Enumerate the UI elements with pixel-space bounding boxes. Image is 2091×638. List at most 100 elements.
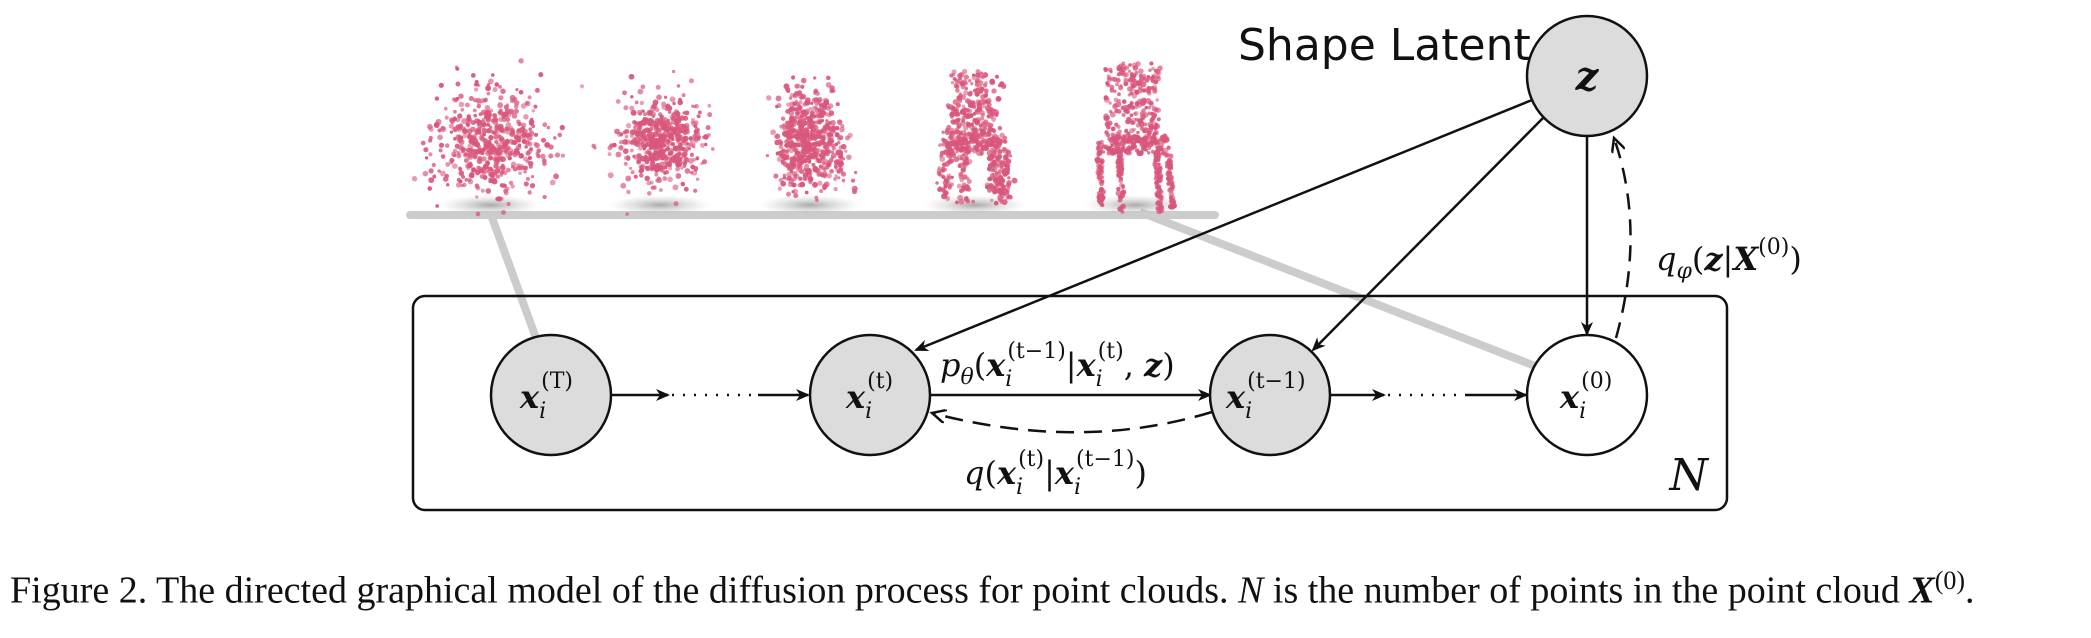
point-cloud-point [541,137,546,143]
point-cloud-point [780,116,786,121]
point-cloud-point [1104,130,1109,135]
point-cloud-point [820,102,826,108]
point-cloud-point [631,119,637,125]
point-cloud-point [681,128,686,134]
point-cloud-point [963,137,969,143]
point-cloud-point [1121,99,1127,104]
point-cloud-point [649,143,654,148]
point-cloud-point [958,92,963,96]
point-cloud-point [975,99,981,105]
point-cloud-point [799,122,805,128]
point-cloud-point [1148,68,1152,73]
point-cloud-point [985,121,991,128]
point-cloud-point [619,132,624,137]
point-cloud-point [530,174,535,179]
point-cloud-point [458,167,463,172]
point-cloud-point [622,138,629,145]
point-cloud-point [798,168,804,175]
point-cloud-point [682,136,688,141]
point-cloud-point [493,134,499,140]
point-cloud-point [1152,88,1158,94]
point-cloud-point [812,165,819,172]
point-cloud-point [497,134,502,139]
point-cloud-point [479,119,486,126]
point-cloud-point [789,115,795,122]
point-cloud-point [527,148,533,154]
point-cloud-point [816,171,822,177]
point-cloud-point [675,162,680,168]
point-cloud-point [975,132,981,138]
point-cloud-point [963,90,969,96]
caption-x-sup: (0) [1934,566,1966,595]
point-cloud-point [501,114,507,120]
point-cloud-point [456,153,462,159]
point-cloud-point [470,126,476,132]
point-cloud-point [689,139,694,144]
point-cloud-point [452,163,458,169]
point-cloud-point [698,110,702,115]
point-cloud-point [689,152,695,157]
point-cloud-point [491,120,495,124]
point-cloud-point [993,200,999,206]
point-cloud-point [473,136,477,141]
point-cloud-point [1115,82,1119,87]
point-cloud-point [1134,148,1140,153]
point-cloud-point [557,132,563,138]
point-cloud-point [520,103,527,109]
point-cloud-point [775,151,780,156]
point-cloud-point [505,167,511,173]
point-cloud-point [805,154,811,160]
point-cloud-point [1129,104,1136,111]
point-cloud-point [470,120,476,126]
point-cloud-point [1157,173,1164,179]
point-cloud-point [1100,203,1104,207]
point-cloud-point [637,88,644,95]
point-cloud-point [956,154,963,161]
point-cloud-point [1116,132,1122,138]
point-cloud-point [432,174,437,179]
point-cloud-point [980,74,985,80]
point-cloud-point [673,201,679,207]
point-cloud-point [942,162,947,167]
point-cloud-point [663,165,668,170]
point-cloud-point [836,149,843,156]
point-cloud-point [997,169,1003,174]
point-cloud-point [942,138,947,143]
point-cloud-point [694,103,699,109]
point-cloud-point [833,177,838,181]
point-cloud-point [607,152,612,157]
point-cloud-point [1138,68,1144,74]
point-cloud-point [1166,145,1171,150]
point-cloud-point [510,130,516,136]
point-cloud-point [672,157,679,163]
point-cloud-point [1002,187,1008,194]
point-cloud-point [1121,112,1126,117]
point-cloud-point [996,188,1001,193]
point-cloud-point [634,100,639,105]
point-cloud-point [500,88,506,94]
point-cloud-point [776,103,782,109]
point-cloud-point [785,191,792,197]
point-cloud-point [792,93,798,99]
point-cloud-point [500,144,505,149]
point-cloud-point [839,126,845,133]
point-cloud-point [1098,186,1104,192]
point-cloud-point [1147,127,1154,133]
point-cloud-point [411,176,418,182]
point-cloud-point [652,104,657,109]
point-cloud-point [661,105,667,110]
point-cloud-point [1103,145,1108,150]
point-cloud-point [1005,166,1010,172]
point-cloud-point [659,151,665,158]
point-cloud-point [675,173,682,179]
point-cloud-point [1167,168,1171,173]
point-cloud-sequence [411,58,1187,217]
point-cloud-point [682,140,688,146]
point-cloud-point [505,121,512,128]
point-cloud-point [823,181,830,188]
point-cloud-point [1109,111,1116,118]
point-cloud-point [792,147,797,152]
point-cloud-point [1167,187,1173,193]
point-cloud-point [982,145,987,150]
point-cloud-point [984,92,988,97]
